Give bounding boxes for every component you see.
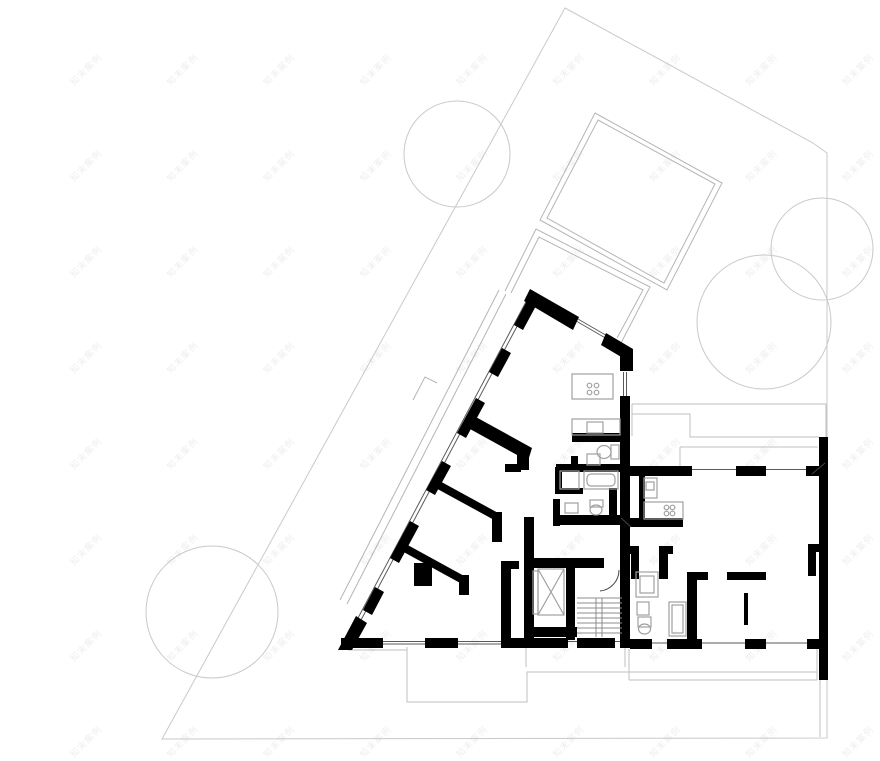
watermark-text: 知末案例 bbox=[68, 339, 105, 376]
sink-icon bbox=[636, 601, 650, 616]
shower-icon bbox=[559, 470, 580, 490]
watermark-text: 知末案例 bbox=[647, 243, 684, 280]
corner-tick-party bbox=[620, 517, 632, 528]
corner-tick-ne bbox=[811, 462, 826, 475]
sink-icon bbox=[586, 453, 601, 466]
toilet-icon bbox=[589, 504, 603, 516]
wall-apex bbox=[524, 289, 579, 330]
tree-icon bbox=[403, 100, 511, 208]
watermark-text: 知末案例 bbox=[840, 435, 877, 472]
watermark-text: 知末案例 bbox=[454, 531, 491, 568]
watermark-text: 知末案例 bbox=[647, 147, 684, 184]
elevator bbox=[532, 568, 565, 616]
watermark-text: 知末案例 bbox=[454, 339, 491, 376]
watermark-text: 知末案例 bbox=[454, 627, 491, 664]
terrace-outline-south bbox=[348, 647, 821, 737]
watermark-text: 知末案例 bbox=[743, 531, 780, 568]
watermark-text: 知末案例 bbox=[357, 51, 394, 88]
toilet-icon bbox=[596, 444, 612, 460]
watermark-text: 知末案例 bbox=[743, 147, 780, 184]
watermark-text: 知末案例 bbox=[164, 147, 201, 184]
watermark-text: 知末案例 bbox=[743, 51, 780, 88]
watermark-text: 知末案例 bbox=[68, 147, 105, 184]
bathtub-icon bbox=[583, 470, 619, 490]
wall-east bbox=[819, 437, 828, 680]
watermark-text: 知末案例 bbox=[164, 627, 201, 664]
tree-icon bbox=[770, 197, 874, 301]
watermark-text: 知末案例 bbox=[164, 243, 201, 280]
terrace-outline-north bbox=[631, 403, 827, 466]
watermark-text: 知末案例 bbox=[68, 627, 105, 664]
wall-partition-2 bbox=[432, 479, 500, 521]
kitchen-right-unit bbox=[643, 477, 684, 520]
watermark-text: 知末案例 bbox=[261, 627, 298, 664]
wall-partition-3 bbox=[400, 543, 466, 584]
watermark-text: 知末案例 bbox=[164, 51, 201, 88]
watermark-text: 知末案例 bbox=[454, 723, 491, 760]
watermark-text: 知末案例 bbox=[164, 435, 201, 472]
stove-icon bbox=[586, 382, 600, 396]
watermark-text: 知末案例 bbox=[550, 243, 587, 280]
watermark-text: 知末案例 bbox=[164, 531, 201, 568]
stair-door-arc bbox=[599, 569, 620, 592]
watermark-text: 知末案例 bbox=[261, 147, 298, 184]
watermark-text: 知末案例 bbox=[164, 339, 201, 376]
sink-icon bbox=[586, 421, 604, 434]
watermark-text: 知末案例 bbox=[357, 243, 394, 280]
watermark-text: 知末案例 bbox=[647, 723, 684, 760]
upper-floor-outline bbox=[339, 112, 723, 605]
watermark-text: 知末案例 bbox=[68, 243, 105, 280]
bathroom-left-unit bbox=[559, 418, 621, 516]
watermark-text: 知末案例 bbox=[550, 51, 587, 88]
watermark-text: 知末案例 bbox=[164, 723, 201, 760]
watermark-text: 知末案例 bbox=[357, 435, 394, 472]
watermark-text: 知末案例 bbox=[550, 723, 587, 760]
sink-icon bbox=[564, 502, 579, 514]
tree-icon bbox=[696, 254, 832, 390]
shower-icon bbox=[635, 571, 659, 598]
watermark-text: 知末案例 bbox=[840, 147, 877, 184]
wall-corridor bbox=[501, 561, 511, 647]
kitchen-island bbox=[571, 373, 614, 400]
watermark-text: 知末案例 bbox=[357, 147, 394, 184]
watermark-text: 知末案例 bbox=[68, 435, 105, 472]
watermark-text: 知末案例 bbox=[357, 723, 394, 760]
watermark-text: 知末案例 bbox=[261, 723, 298, 760]
trees bbox=[145, 100, 874, 679]
watermark-text: 知末案例 bbox=[261, 339, 298, 376]
watermark-text: 知末案例 bbox=[743, 723, 780, 760]
tree-icon bbox=[145, 545, 279, 679]
bathroom-right-unit bbox=[635, 571, 687, 637]
watermark-text: 知末案例 bbox=[68, 723, 105, 760]
staircase bbox=[577, 569, 622, 637]
watermark-text: 知末案例 bbox=[840, 531, 877, 568]
wall-elevator-left bbox=[524, 517, 534, 647]
toilet-icon bbox=[637, 623, 652, 635]
watermark-text: 知末案例 bbox=[840, 339, 877, 376]
watermark-text: 知末案例 bbox=[68, 531, 105, 568]
watermark-text: 知末案例 bbox=[454, 435, 491, 472]
watermark-text: 知末案例 bbox=[840, 51, 877, 88]
watermark-text: 知末案例 bbox=[261, 435, 298, 472]
watermark-text: 知末案例 bbox=[357, 339, 394, 376]
shower-tray-icon bbox=[668, 601, 687, 637]
watermark-text: 知末案例 bbox=[261, 51, 298, 88]
watermark-text: 知末案例 bbox=[68, 51, 105, 88]
wardrobe-block bbox=[414, 563, 432, 586]
watermark-text: 知末案例 bbox=[743, 243, 780, 280]
elevator-shaft-icon bbox=[537, 568, 565, 616]
watermark-text: 知末案例 bbox=[357, 531, 394, 568]
watermark-text: 知末案例 bbox=[261, 243, 298, 280]
watermark-text: 知末案例 bbox=[743, 339, 780, 376]
stove-icon bbox=[663, 504, 676, 517]
watermark-text: 知末案例 bbox=[454, 243, 491, 280]
wall-partition-1 bbox=[470, 416, 532, 461]
watermark-text: 知末案例 bbox=[454, 51, 491, 88]
watermark-text: 知末案例 bbox=[840, 627, 877, 664]
watermark-text: 知末案例 bbox=[840, 723, 877, 760]
watermark-text: 知末案例 bbox=[647, 339, 684, 376]
watermark-text: 知末案例 bbox=[550, 339, 587, 376]
sink-icon bbox=[645, 481, 655, 491]
